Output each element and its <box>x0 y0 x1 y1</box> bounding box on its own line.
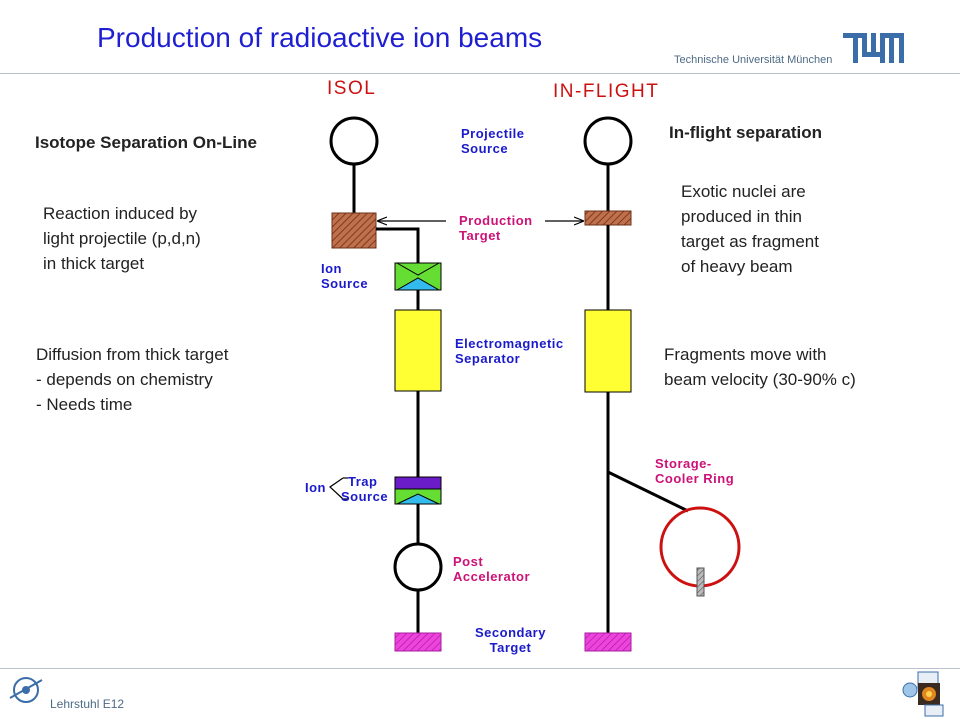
isol-transfer-line <box>376 227 420 263</box>
isol-description-heading: Isotope Separation On-Line <box>35 133 257 152</box>
isol-secondary-target <box>394 632 442 652</box>
trap-source-label: Source <box>341 489 389 504</box>
em-separator-label: Electromagnetic Separator <box>455 336 564 366</box>
tum-logo <box>843 33 904 63</box>
inflight-heading: IN-FLIGHT <box>553 81 660 102</box>
isol-column <box>329 116 443 652</box>
inflight-em-separator <box>584 309 632 393</box>
trap-label: Trap <box>348 474 378 489</box>
secondary-target-label: Secondary Target <box>475 625 546 655</box>
reaction-text: Reaction induced by light projectile (p,… <box>43 204 201 273</box>
tum-logo-icon <box>843 33 904 63</box>
inflight-projectile-source <box>583 116 633 166</box>
diffusion-text: Diffusion from thick target - depends on… <box>36 345 229 414</box>
isol-trap <box>394 476 442 490</box>
ion-bracket <box>329 477 344 500</box>
production-target-label: Production Target <box>459 213 533 243</box>
university-name: Technische Universität München <box>674 54 833 66</box>
inflight-description-heading: In-flight separation <box>669 123 822 142</box>
isol-projectile-source <box>329 116 379 166</box>
isol-heading: ISOL <box>327 78 377 99</box>
inflight-column <box>583 116 741 652</box>
fragments-text: Fragments move with beam velocity (30-90… <box>664 345 856 389</box>
isol-em-separator <box>394 309 442 392</box>
footer-divider <box>0 668 960 669</box>
e12-emblem-icon <box>9 677 43 703</box>
inflight-thin-target <box>584 210 632 226</box>
isol-post-accelerator <box>393 542 443 592</box>
chair-name: Lehrstuhl E12 <box>50 697 125 711</box>
storage-ring-branch <box>607 470 689 513</box>
post-accelerator-label: Post Accelerator <box>453 554 531 584</box>
ion-label: Ion <box>305 480 326 495</box>
inflight-secondary-target <box>584 632 632 652</box>
storage-ring-injector <box>696 567 705 597</box>
page-title: Production of radioactive ion beams <box>97 22 543 53</box>
ion-source-label: Ion Source <box>321 261 369 291</box>
projectile-source-label: Projectile Source <box>461 126 525 156</box>
header-divider <box>0 73 960 74</box>
storage-ring-label: Storage- Cooler Ring <box>655 456 735 486</box>
exotic-text: Exotic nuclei are produced in thin targe… <box>681 182 819 276</box>
isol-thick-target <box>331 212 377 249</box>
footer-logos-icon <box>902 671 944 717</box>
